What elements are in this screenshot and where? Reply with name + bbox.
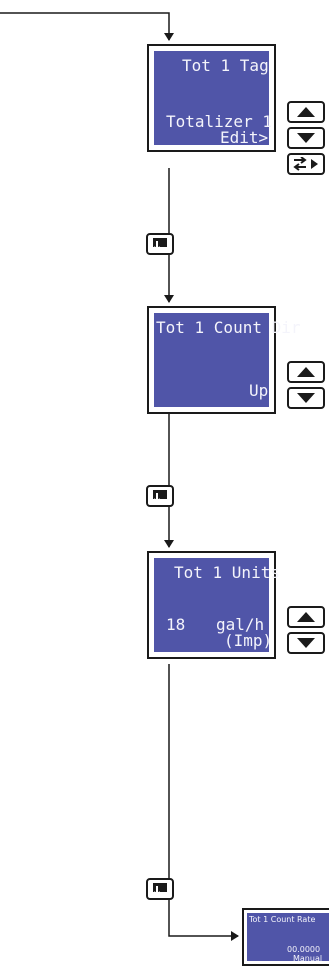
up-button[interactable]: [287, 606, 325, 628]
triangle-up-icon: [297, 367, 315, 377]
triangle-up-icon: [297, 107, 315, 117]
up-button[interactable]: [287, 361, 325, 383]
down-button[interactable]: [287, 632, 325, 654]
enter-button[interactable]: [146, 878, 174, 900]
triangle-down-icon: [297, 638, 315, 648]
screen-tot1-count-dir: Tot 1 Count Dir Up: [147, 306, 301, 414]
enter-icon: [153, 238, 167, 251]
enter-button[interactable]: [146, 485, 174, 507]
edit-button[interactable]: [287, 153, 325, 175]
triangle-down-icon: [297, 393, 315, 403]
triangle-down-icon: [297, 133, 315, 143]
connector-3-next: [168, 664, 239, 941]
screen-title: Tot 1 Count Dir: [156, 318, 301, 337]
lcd-display-mini: Tot 1 Count Rate 00.0000 Manual: [247, 913, 329, 963]
down-button[interactable]: [287, 387, 325, 409]
enter-button[interactable]: [146, 233, 174, 255]
screen-title: Tot 1 Count Rate: [249, 915, 316, 924]
mode-label: Manual: [293, 954, 323, 963]
units-code: 18: [166, 615, 186, 634]
screen-title: Tot 1 Tag: [182, 56, 269, 75]
screen-tot1-tag: Tot 1 Tag Totalizer 1 Edit>: [147, 44, 276, 152]
lcd-display: Tot 1 Tag Totalizer 1 Edit>: [154, 51, 272, 147]
units-qualifier: (Imp): [224, 631, 273, 650]
screen-title: Tot 1 Units: [174, 563, 280, 582]
screen-tot1-units: Tot 1 Units 18 gal/h (Imp): [147, 551, 280, 659]
edit-action-label: Edit>: [220, 128, 269, 147]
enter-icon: [153, 490, 167, 503]
entry-connector: [0, 12, 174, 41]
lcd-display: Tot 1 Units 18 gal/h (Imp): [154, 558, 280, 652]
next-screen-preview: Tot 1 Count Rate 00.0000 Manual: [242, 908, 329, 966]
keypad-screen-2: [287, 361, 325, 409]
enter-icon: [153, 883, 167, 896]
keypad-screen-3: [287, 606, 325, 654]
up-button[interactable]: [287, 101, 325, 123]
edit-arrows-icon: [293, 157, 318, 171]
keypad-screen-1: [287, 101, 325, 175]
screen-value: Up: [249, 381, 269, 400]
screen-value: Totalizer 1: [166, 112, 272, 131]
down-button[interactable]: [287, 127, 325, 149]
screen-value: 00.0000: [287, 945, 321, 954]
units-value: gal/h: [216, 615, 265, 634]
triangle-up-icon: [297, 612, 315, 622]
lcd-display: Tot 1 Count Dir Up: [154, 313, 301, 407]
